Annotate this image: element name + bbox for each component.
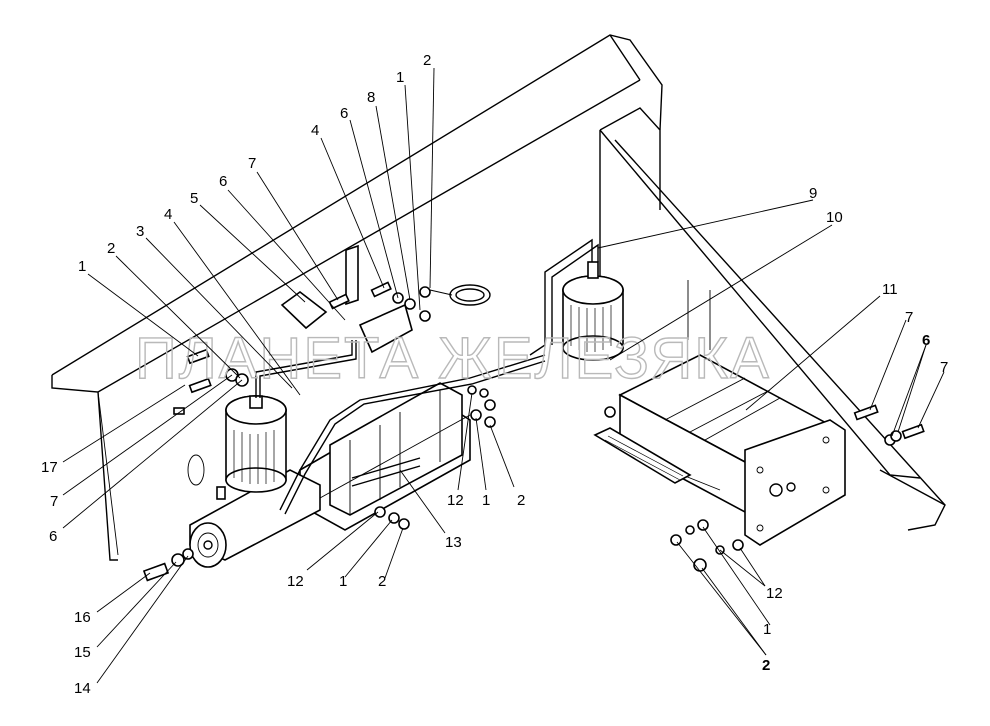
- left-air-cylinder: [299, 382, 471, 531]
- callout-label: 1: [396, 69, 404, 86]
- callout-labels: 2 1 8 6 4 7 6 5 4 3 2 1 9 10 11 7 6 7 17…: [41, 52, 948, 697]
- left-tube-loop: [255, 340, 546, 515]
- callout-label: 1: [763, 621, 771, 638]
- callout-label: 7: [905, 309, 913, 326]
- callout-label: 3: [136, 223, 144, 240]
- callout-label: 8: [367, 89, 375, 106]
- callout-label: 6: [340, 105, 348, 122]
- left-cylinder-rod: [351, 457, 421, 487]
- callout-label: 2: [423, 52, 431, 69]
- right-cylinder-flange: [744, 419, 846, 546]
- callout-label: 4: [164, 206, 172, 223]
- callout-label: 4: [311, 122, 319, 139]
- right-fasteners: [604, 404, 925, 572]
- callout-label: 6: [922, 332, 930, 349]
- callout-label: 2: [517, 492, 525, 509]
- callout-label: 12: [287, 573, 304, 590]
- callout-label: 11: [882, 281, 898, 298]
- callout-label: 1: [78, 258, 86, 275]
- callout-label: 14: [74, 680, 91, 697]
- callout-label: 7: [940, 359, 948, 376]
- callout-label: 10: [826, 209, 843, 226]
- frame-beam-main: [51, 34, 663, 561]
- left-fluid-reservoir: [225, 395, 287, 493]
- callout-label: 2: [107, 240, 115, 257]
- right-fluid-reservoir: [562, 261, 624, 361]
- right-tube-loop: [529, 238, 599, 356]
- callout-label: 5: [190, 190, 198, 207]
- callout-label: 17: [41, 459, 58, 476]
- frame-bracket-right: [599, 107, 946, 531]
- callout-label: 2: [378, 573, 386, 590]
- left-mounting-bracket: [280, 244, 413, 354]
- callout-label: 7: [50, 493, 58, 510]
- callout-label: 13: [445, 534, 462, 551]
- left-hose-coil: [429, 284, 491, 306]
- callout-label: 1: [482, 492, 490, 509]
- callout-label: 15: [74, 644, 91, 661]
- right-rod-guide: [593, 427, 692, 484]
- callout-label: 9: [809, 185, 817, 202]
- callout-label: 12: [766, 585, 783, 602]
- callout-label: 6: [219, 173, 227, 190]
- callout-label: 12: [447, 492, 464, 509]
- leader-lines: [62, 67, 945, 684]
- callout-label: 7: [248, 155, 256, 172]
- watermark-text: ПЛАНЕТА ЖЕЛЕЗЯКА: [135, 326, 771, 391]
- left-master-valve-body: [189, 469, 321, 568]
- callout-label: 2: [762, 657, 770, 674]
- callout-label: 1: [339, 573, 347, 590]
- callout-label: 16: [74, 609, 91, 626]
- callout-label: 6: [49, 528, 57, 545]
